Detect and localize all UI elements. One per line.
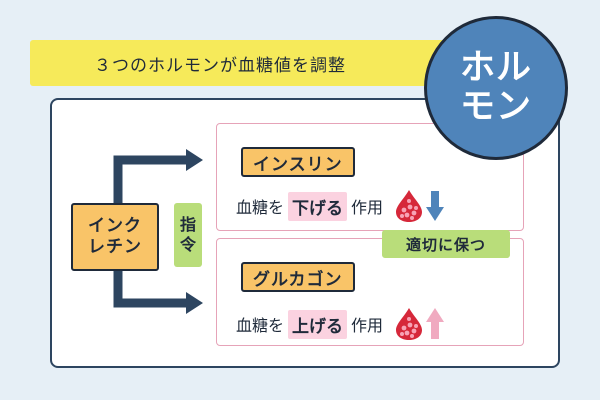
incretin-box: インク レチン bbox=[71, 203, 159, 271]
circle-line1: ホル bbox=[459, 47, 532, 88]
balance-text: 適切に保つ bbox=[405, 235, 486, 254]
command-line1: 指 bbox=[179, 215, 196, 234]
branch-line bbox=[113, 155, 188, 308]
effect-pre: 血糖を bbox=[236, 198, 285, 217]
effect-post: 作用 bbox=[351, 316, 384, 335]
incretin-line1: インク bbox=[88, 215, 142, 236]
command-tag: 指 令 bbox=[174, 203, 202, 267]
blood-drop-icon bbox=[396, 308, 423, 340]
hormone-name-insulin: インスリン bbox=[241, 147, 355, 177]
balance-tag: 適切に保つ bbox=[382, 230, 510, 258]
hormone-circle-badge: ホル モン bbox=[424, 16, 568, 160]
incretin-line2: レチン bbox=[88, 237, 142, 257]
command-line2: 令 bbox=[179, 235, 196, 254]
arrow-down-icon bbox=[426, 191, 445, 221]
effect-verb: 上げる bbox=[288, 309, 348, 339]
hormone-name-glucagon: グルカゴン bbox=[241, 262, 355, 292]
arrow-head-top bbox=[186, 149, 203, 171]
effect-glucagon: 血糖を 上げる 作用 bbox=[236, 307, 445, 341]
title-banner: ３つのホルモンが血糖値を調整 bbox=[30, 40, 460, 86]
effect-pre: 血糖を bbox=[236, 316, 285, 335]
title-text: ３つのホルモンが血糖値を調整 bbox=[94, 55, 346, 76]
blood-drop-icon bbox=[396, 190, 423, 222]
circle-line2: モン bbox=[459, 87, 532, 127]
arrow-head-bottom bbox=[186, 292, 203, 314]
effect-insulin: 血糖を 下げる 作用 bbox=[236, 189, 445, 223]
effect-verb: 下げる bbox=[288, 191, 348, 221]
effect-post: 作用 bbox=[351, 198, 384, 217]
arrow-up-icon bbox=[426, 308, 445, 339]
